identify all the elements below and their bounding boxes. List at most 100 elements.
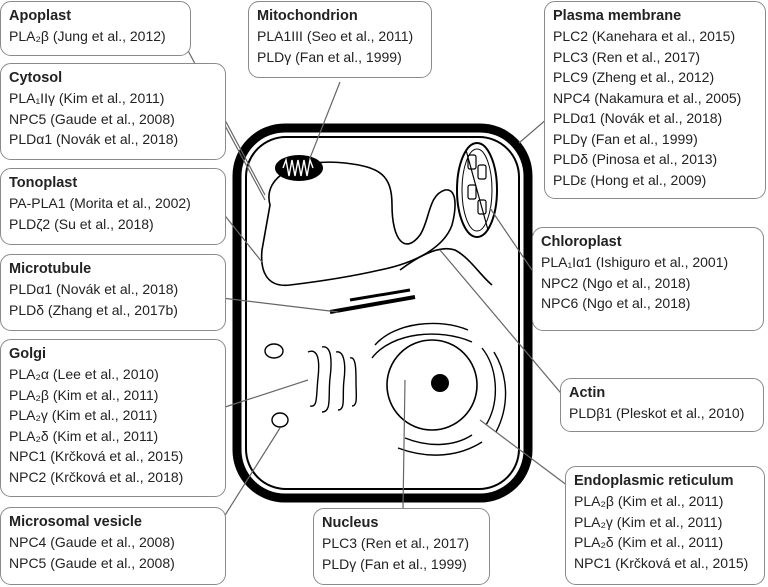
reference: (Nakamura et al., 2005): [594, 89, 742, 106]
entry-list: NPC4 (Gaude et al., 2008)NPC5 (Gaude et …: [9, 532, 217, 573]
box-mitochondrion: Mitochondrion PLA1III (Seo et al., 2011)…: [248, 1, 432, 78]
reference: (Morita et al., 2002): [69, 195, 191, 211]
enzyme-name: PLDα1: [9, 131, 53, 147]
nucleus-shape: [386, 339, 478, 431]
entry-row: PLA₂γ (Kim et al., 2011): [574, 512, 760, 533]
reference: (Ishiguro et al., 2001): [595, 254, 729, 270]
box-title: Tonoplast: [9, 175, 78, 191]
entry-row: PLA₂δ (Kim et al., 2011): [574, 532, 760, 553]
enzyme-name: PLDγ: [322, 555, 357, 572]
entry-row: PLA₂β (Kim et al., 2011): [574, 491, 760, 512]
entry-row: PLA₂γ (Kim et al., 2011): [9, 405, 217, 426]
reference: (Kim et al., 2011): [616, 513, 723, 530]
entry-row: PLC3 (Ren et al., 2017): [322, 533, 481, 554]
reference: (Kim et al., 2011): [52, 427, 159, 444]
box-title: Nucleus: [322, 515, 379, 531]
reference: (Novák et al., 2018): [56, 131, 179, 147]
entry-row: PLDγ (Fan et al., 1999): [257, 47, 423, 68]
enzyme-name: PLDδ: [553, 151, 589, 167]
reference: (Kim et al., 2011): [617, 493, 724, 509]
reference: (Gaude et al., 2008): [50, 110, 175, 127]
enzyme-name: NPC4: [9, 534, 47, 550]
entry-row: NPC1 (Krčková et al., 2015): [9, 446, 217, 467]
reference: (Ngo et al., 2018): [582, 295, 691, 311]
box-actin: Actin PLDβ1 (Pleskot et al., 2010): [560, 378, 764, 432]
reference: (Kanehara et al., 2015): [591, 28, 736, 44]
box-cytosol: Cytosol PLA₁IIγ (Kim et al., 2011)NPC5 (…: [0, 63, 226, 160]
entry-row: PLC9 (Zheng et al., 2012): [553, 67, 757, 88]
reference: (Kim et al., 2011): [51, 407, 158, 423]
entry-row: PLDγ (Fan et al., 1999): [322, 554, 481, 575]
entry-list: PLDβ1 (Pleskot et al., 2010): [569, 403, 755, 424]
enzyme-name: PLC3: [322, 535, 358, 551]
reference: (Krčková et al., 2018): [50, 468, 184, 485]
enzyme-name: PLA₂β: [9, 386, 49, 403]
enzyme-name: PLA₂β: [574, 493, 614, 509]
entry-row: NPC2 (Ngo et al., 2018): [541, 273, 755, 294]
box-microtubule: Microtubule PLDα1 (Novák et al., 2018)PL…: [0, 254, 226, 331]
mitochondrion-cristae: [282, 157, 314, 177]
box-apoplast: Apoplast PLA₂β (Jung et al., 2012): [0, 1, 191, 56]
enzyme-name: NPC5: [9, 110, 47, 127]
enzyme-name: NPC1: [574, 554, 612, 571]
entry-row: PLA₁IIγ (Kim et al., 2011): [9, 88, 217, 109]
enzyme-name: PLA₂γ: [574, 513, 613, 530]
entry-row: NPC1 (Krčková et al., 2015): [574, 553, 760, 574]
box-nucleus: Nucleus PLC3 (Ren et al., 2017)PLDγ (Fan…: [313, 508, 490, 585]
reference: (Lee et al., 2010): [52, 366, 159, 382]
cell-wall: [232, 123, 533, 503]
entry-list: PLC3 (Ren et al., 2017)PLDγ (Fan et al.,…: [322, 533, 481, 574]
golgi-stack: [307, 346, 358, 413]
reference: (Pinosa et al., 2013): [591, 151, 718, 167]
entry-row: PLDα1 (Novák et al., 2018): [553, 108, 757, 129]
reference: (Su et al., 2018): [54, 215, 154, 232]
entry-list: PLA₂β (Jung et al., 2012): [9, 26, 182, 47]
box-tonoplast: Tonoplast PA-PLA1 (Morita et al., 2002)P…: [0, 168, 226, 245]
enzyme-name: PLDδ: [9, 301, 45, 318]
entry-row: NPC6 (Ngo et al., 2018): [541, 293, 755, 314]
enzyme-name: PLA₂α: [9, 366, 49, 382]
chloroplast-grana: [465, 149, 489, 231]
entry-row: PLDα1 (Novák et al., 2018): [9, 129, 217, 150]
entry-row: PLDβ1 (Pleskot et al., 2010): [569, 403, 755, 424]
entry-row: NPC5 (Gaude et al., 2008): [9, 553, 217, 574]
entry-list: PA-PLA1 (Morita et al., 2002)PLDζ2 (Su e…: [9, 193, 217, 234]
reference: (Pleskot et al., 2010): [615, 405, 745, 421]
enzyme-name: PLA₂δ: [9, 427, 49, 444]
microtubule-2: [349, 288, 411, 302]
enzyme-name: PLA₂γ: [9, 407, 48, 423]
vesicle-1: [264, 343, 284, 359]
enzyme-name: PLA₂β: [9, 28, 49, 44]
enzyme-name: NPC2: [9, 468, 47, 485]
box-title: Microtubule: [9, 261, 92, 277]
box-title: Microsomal vesicle: [9, 514, 142, 530]
reference: (Gaude et al., 2008): [50, 554, 175, 571]
enzyme-name: NPC1: [9, 448, 47, 464]
box-title: Actin: [569, 385, 606, 401]
box-title: Apoplast: [9, 8, 72, 24]
enzyme-name: PLC9: [553, 69, 589, 85]
reference: (Ren et al., 2017): [591, 48, 701, 65]
chloroplast-inner: [461, 148, 493, 232]
entry-list: PLC2 (Kanehara et al., 2015)PLC3 (Ren et…: [553, 26, 757, 190]
reference: (Hong et al., 2009): [590, 171, 707, 188]
enzyme-name: NPC5: [9, 554, 47, 571]
box-chloroplast: Chloroplast PLA₁Iα1 (Ishiguro et al., 20…: [532, 227, 764, 331]
enzyme-name: PLA₂δ: [574, 534, 614, 550]
entry-row: NPC2 (Krčková et al., 2018): [9, 467, 217, 488]
entry-row: PLA1III (Seo et al., 2011): [257, 26, 423, 47]
reference: (Novák et al., 2018): [600, 110, 723, 126]
entry-row: PLDε (Hong et al., 2009): [553, 170, 757, 191]
reference: (Zheng et al., 2012): [591, 69, 715, 85]
entry-row: PLC3 (Ren et al., 2017): [553, 47, 757, 68]
entry-row: PLDδ (Pinosa et al., 2013): [553, 149, 757, 170]
entry-list: PLA₂β (Kim et al., 2011)PLA₂γ (Kim et al…: [574, 491, 760, 573]
reference: (Zhang et al., 2017b): [47, 301, 178, 318]
vacuole: [260, 161, 456, 286]
enzyme-name: PLDγ: [553, 130, 588, 147]
box-endoplasmic-reticulum: Endoplasmic reticulum PLA₂β (Kim et al.,…: [565, 466, 765, 585]
entry-row: PLDα1 (Novák et al., 2018): [9, 279, 217, 300]
enzyme-name: NPC2: [541, 274, 579, 291]
enzyme-name: PLDβ1: [569, 405, 613, 421]
